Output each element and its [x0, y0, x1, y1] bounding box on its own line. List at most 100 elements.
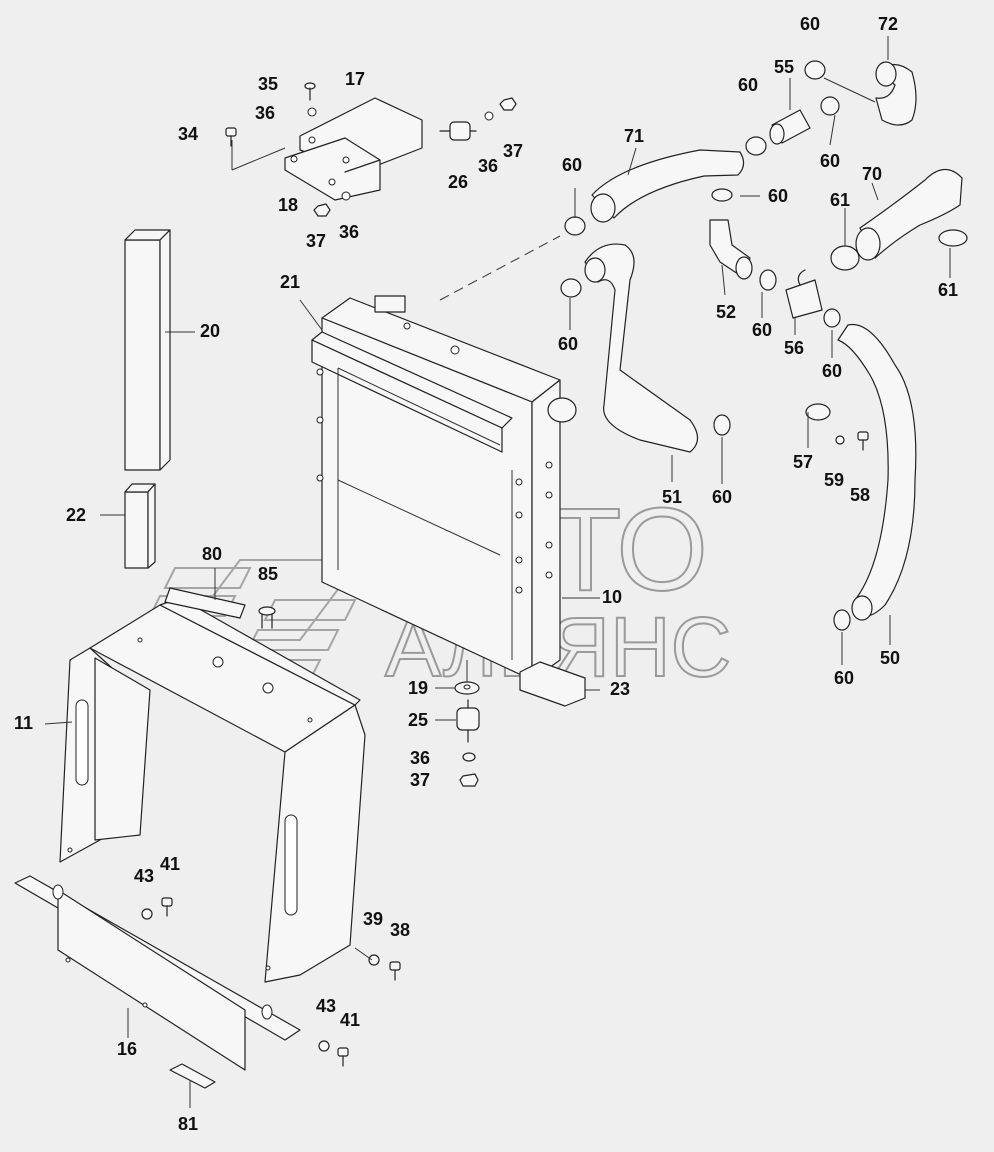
bolt-41a: [161, 897, 173, 917]
label-60: 60: [752, 320, 772, 340]
label-81: 81: [178, 1114, 198, 1134]
rubber-mount-26: [439, 121, 477, 141]
label-52: 52: [716, 302, 736, 322]
clamp-60f: [759, 269, 777, 291]
label-36: 36: [255, 103, 275, 123]
label-58: 58: [850, 485, 870, 505]
plug-85: [258, 606, 276, 629]
label-59: 59: [824, 470, 844, 490]
label-20: 20: [200, 321, 220, 341]
pipe-56: [785, 269, 823, 319]
label-57: 57: [793, 452, 813, 472]
label-26: 26: [448, 172, 468, 192]
outlet-pipe: [547, 397, 577, 423]
label-36: 36: [339, 222, 359, 242]
label-56: 56: [784, 338, 804, 358]
label-60: 60: [558, 334, 578, 354]
label-34: 34: [178, 124, 198, 144]
clamp-60e: [560, 278, 582, 298]
label-60: 60: [820, 151, 840, 171]
clamp-60b: [745, 136, 767, 156]
label-11: 11: [14, 713, 33, 733]
washer-43a: [141, 908, 153, 920]
guard-16: [14, 875, 301, 1071]
label-60: 60: [800, 14, 820, 34]
washer-36c: [484, 111, 494, 121]
nut-37a: [313, 203, 331, 217]
label-38: 38: [390, 920, 410, 940]
nut-59: [835, 435, 845, 445]
label-72: 72: [878, 14, 898, 34]
nut-37b: [499, 97, 517, 111]
bracket-assembly: [225, 82, 517, 217]
label-60: 60: [712, 487, 732, 507]
label-37: 37: [306, 231, 326, 251]
seal-20: [124, 229, 171, 471]
label-85: 85: [258, 564, 278, 584]
label-61: 61: [938, 280, 958, 300]
washer-36b: [341, 191, 351, 201]
clamp-60a: [804, 60, 826, 80]
label-18: 18: [278, 195, 298, 215]
bolt-34: [225, 127, 237, 147]
clamp-61a: [830, 245, 860, 271]
pipe-55: [769, 109, 811, 145]
label-37: 37: [503, 141, 523, 161]
clamp-60g: [823, 308, 841, 328]
label-17: 17: [345, 69, 365, 89]
label-36: 36: [478, 156, 498, 176]
label-60: 60: [834, 668, 854, 688]
washer-39: [368, 954, 380, 966]
filler-neck: [374, 295, 406, 313]
label-60: 60: [768, 186, 788, 206]
plate-81: [169, 1063, 216, 1089]
label-39: 39: [363, 909, 383, 929]
label-51: 51: [662, 487, 682, 507]
label-10: 10: [602, 587, 622, 607]
hose-51: [584, 243, 699, 453]
nut-37c: [459, 773, 479, 787]
bolt-58: [857, 431, 869, 451]
washer-36a: [307, 107, 317, 117]
callout-labels: 35 17 36 34 18 37 36 26 36 37 60 72 55 6…: [14, 14, 958, 1134]
washer-19: [454, 681, 480, 695]
cover-80: [164, 587, 246, 619]
label-60: 60: [562, 155, 582, 175]
bolt-35: [304, 82, 316, 101]
label-43: 43: [316, 996, 336, 1016]
label-36: 36: [410, 748, 430, 768]
rubber-mount-25: [456, 699, 480, 743]
label-22: 22: [66, 505, 86, 525]
label-60: 60: [822, 361, 842, 381]
label-43: 43: [134, 866, 154, 886]
label-71: 71: [624, 126, 644, 146]
label-41: 41: [340, 1010, 360, 1030]
label-19: 19: [408, 678, 428, 698]
label-21: 21: [280, 272, 300, 292]
label-37: 37: [410, 770, 430, 790]
seal-22: [124, 483, 156, 569]
hose-clamps: [560, 60, 968, 631]
label-23: 23: [610, 679, 630, 699]
washer-43b: [318, 1040, 330, 1052]
label-60: 60: [738, 75, 758, 95]
label-35: 35: [258, 74, 278, 94]
label-55: 55: [774, 57, 794, 77]
label-80: 80: [202, 544, 222, 564]
clamp-60c: [820, 96, 840, 116]
hose-52: [709, 219, 753, 280]
clamp-60d: [564, 216, 586, 236]
hose-50: [837, 323, 917, 621]
label-61: 61: [830, 190, 850, 210]
clamp-60j: [833, 609, 851, 631]
bolt-38: [389, 961, 401, 981]
label-70: 70: [862, 164, 882, 184]
clamp-61b: [938, 229, 968, 247]
label-41: 41: [160, 854, 180, 874]
label-16: 16: [117, 1039, 137, 1059]
hose-70: [855, 168, 963, 261]
radiator-21: [311, 295, 577, 681]
washer-36d: [462, 752, 476, 762]
